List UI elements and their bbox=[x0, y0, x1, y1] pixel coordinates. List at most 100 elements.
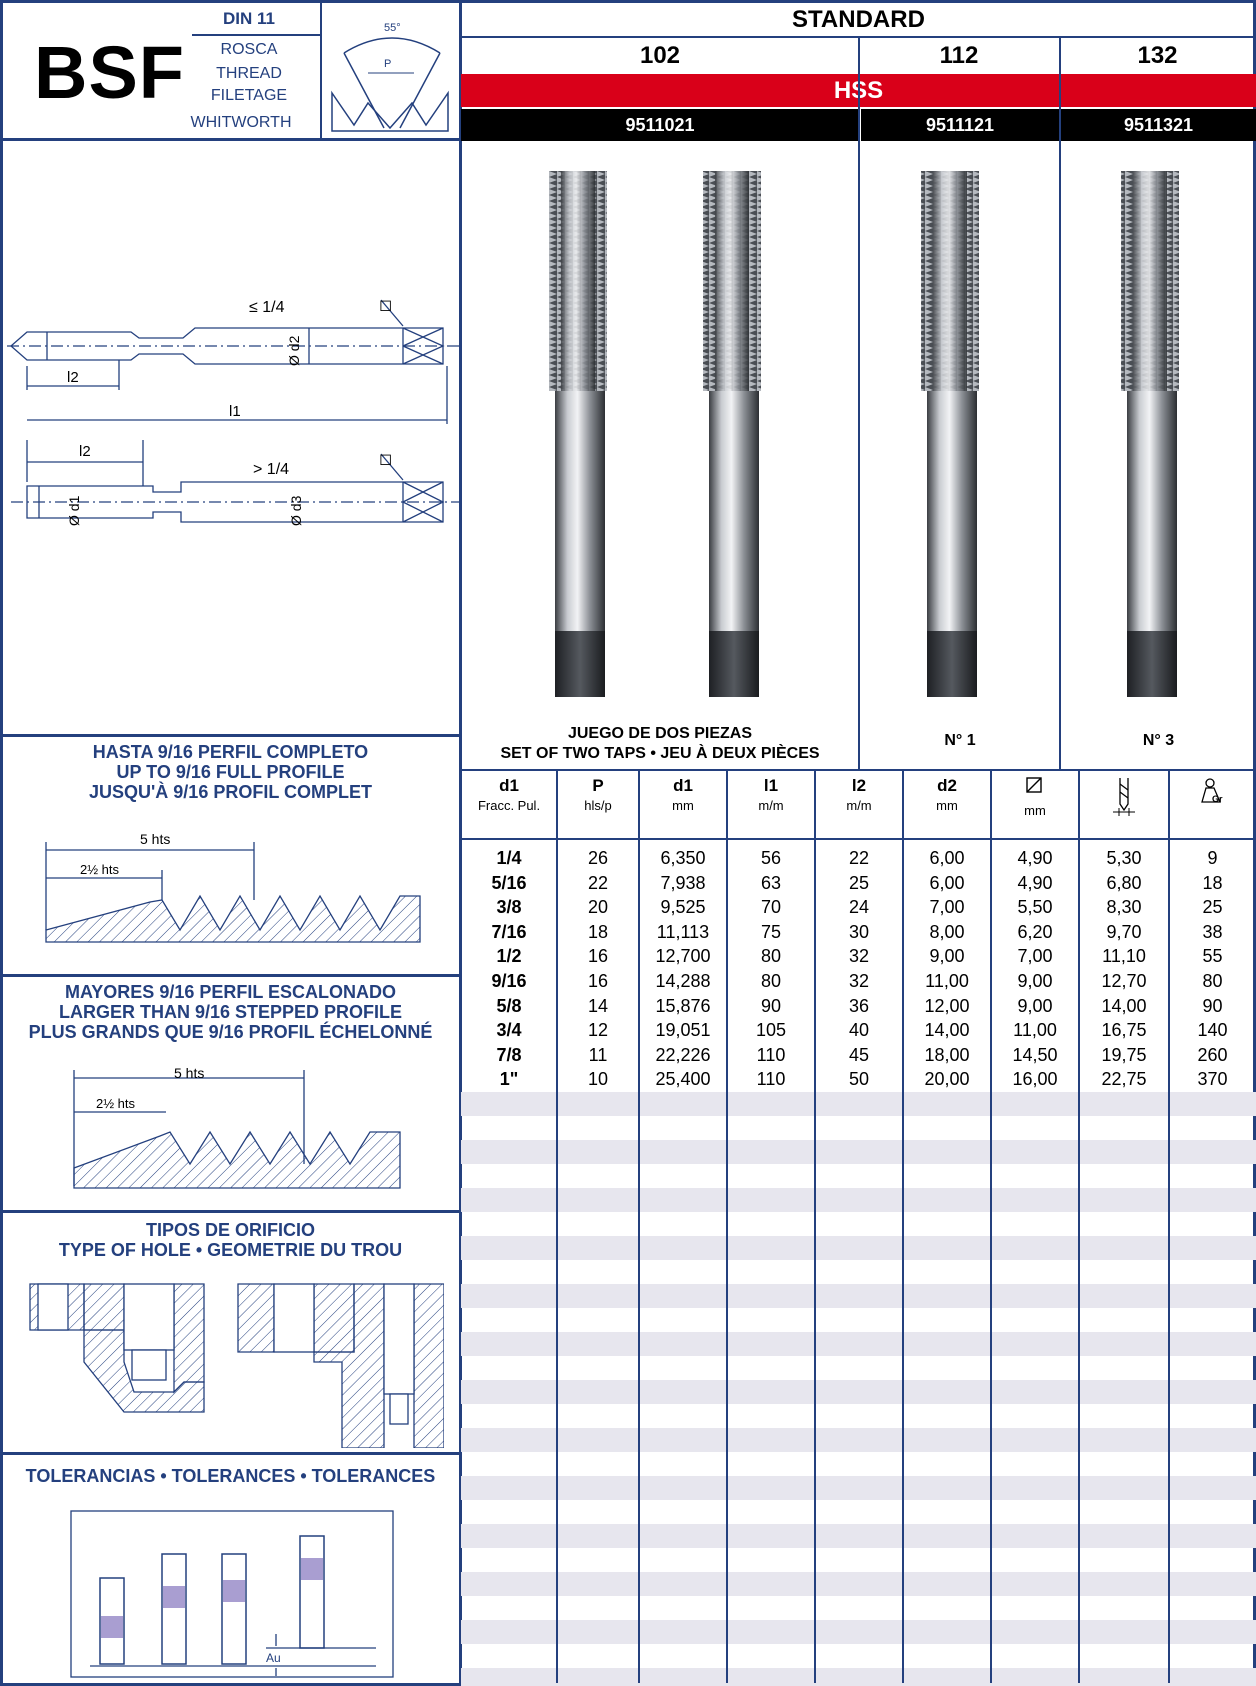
table-cell: 11 bbox=[588, 1044, 608, 1065]
table-cell: 9,70 bbox=[1106, 921, 1142, 942]
table-cell: 5/16 bbox=[491, 872, 527, 893]
table-cell: 25 bbox=[848, 872, 870, 893]
table-cell: 45 bbox=[848, 1044, 870, 1065]
col-pitch: P hls/p bbox=[557, 776, 639, 816]
table-cell: 3/8 bbox=[496, 897, 522, 918]
table-cell: 14,00 bbox=[1101, 995, 1147, 1016]
table-cell: 22 bbox=[848, 848, 870, 868]
tap-102-b bbox=[703, 171, 761, 697]
au-label: Au bbox=[266, 1651, 281, 1665]
weight-icon: Gr bbox=[1200, 778, 1223, 804]
d3-label: Ø d3 bbox=[288, 495, 304, 526]
table-stripe bbox=[461, 1620, 1256, 1644]
table-cell: 16,00 bbox=[1012, 1069, 1058, 1090]
table-header-underline bbox=[461, 838, 1256, 840]
stepped-25hts-label: 2½ hts bbox=[96, 1096, 136, 1111]
col-d2-sub: mm bbox=[936, 798, 958, 813]
drill-icon bbox=[1113, 778, 1135, 816]
d1-label: Ø d1 bbox=[66, 495, 82, 526]
tolerances-title: TOLERANCIAS • TOLERANCES • TOLERANCES bbox=[25, 1466, 436, 1486]
tap-132 bbox=[1121, 171, 1179, 697]
table-cell: 80 bbox=[760, 971, 782, 991]
col-d1-label: d1 bbox=[499, 776, 519, 795]
sec3-top bbox=[0, 1210, 461, 1213]
table-cell: 30 bbox=[848, 921, 870, 942]
ref-112: 9511121 bbox=[859, 109, 1059, 141]
col-d2-label: d2 bbox=[937, 776, 957, 795]
table-cell: 6,00 bbox=[929, 872, 965, 893]
stepped-profile-diagram: 5 hts 2½ hts bbox=[73, 1065, 401, 1189]
table-stripe bbox=[461, 1428, 1256, 1452]
table-cell: 7,00 bbox=[1017, 946, 1053, 967]
table-cell: 38 bbox=[1202, 921, 1223, 942]
sec1-top bbox=[0, 734, 461, 737]
full-25hts-label: 2½ hts bbox=[80, 862, 120, 877]
stepped-title-en: LARGER THAN 9/16 STEPPED PROFILE bbox=[58, 1002, 403, 1022]
frame-left bbox=[0, 0, 3, 1686]
table-cell: 9,00 bbox=[929, 946, 965, 967]
full-profile-title-es: HASTA 9/16 PERFIL COMPLETO bbox=[92, 742, 369, 762]
tap-photos bbox=[549, 171, 1179, 697]
table-cell: 4,90 bbox=[1017, 872, 1053, 893]
thread-name-fr: FILETAGE bbox=[210, 87, 288, 104]
table-cell: 11,00 bbox=[1013, 1020, 1057, 1041]
table-cell: 63 bbox=[760, 872, 782, 893]
table-cell: 11,10 bbox=[1102, 946, 1146, 967]
table-cell: 5,30 bbox=[1106, 848, 1142, 868]
model-102: 102 bbox=[639, 42, 681, 69]
column-divider bbox=[638, 771, 640, 1683]
table-cell: 110 bbox=[756, 1044, 786, 1065]
col-l2-label: l2 bbox=[851, 776, 867, 795]
table-cell: 19,051 bbox=[655, 1020, 711, 1041]
col-d1-fraction: d1 Fracc. Pul. bbox=[461, 776, 557, 816]
model-div-1 bbox=[858, 38, 860, 771]
model-div-2 bbox=[1059, 38, 1061, 771]
tap-102-a bbox=[549, 171, 607, 697]
table-cell: 7,00 bbox=[929, 897, 965, 918]
table-cell: 50 bbox=[848, 1069, 870, 1090]
col-l2: l2 m/m bbox=[815, 776, 903, 816]
model-112: 112 bbox=[939, 42, 979, 69]
table-cell: 10 bbox=[587, 1069, 609, 1090]
thread-name-es: ROSCA bbox=[220, 41, 278, 58]
l1-label: l1 bbox=[229, 403, 241, 420]
col-d1-sub: Fracc. Pul. bbox=[477, 798, 541, 813]
thread-name-en: THREAD bbox=[216, 65, 282, 82]
col-d2: d2 mm bbox=[903, 776, 991, 816]
table-cell: 24 bbox=[848, 897, 870, 918]
table-cell: 36 bbox=[848, 995, 870, 1016]
table-cell: 80 bbox=[760, 946, 782, 967]
table-cell: 7,938 bbox=[660, 872, 706, 893]
col-l1-label: l1 bbox=[763, 776, 779, 795]
table-cell: 9,525 bbox=[660, 897, 706, 918]
weight-unit: Gr bbox=[1212, 794, 1223, 804]
model-132: 132 bbox=[1137, 42, 1178, 69]
column-divider bbox=[902, 771, 904, 1683]
table-cell: 16,75 bbox=[1101, 1020, 1147, 1041]
column-divider bbox=[726, 771, 728, 1683]
stepped-title-fr: PLUS GRANDS QUE 9/16 PROFIL ÉCHELONNÉ bbox=[28, 1022, 433, 1042]
table-cell: 7/16 bbox=[491, 921, 527, 942]
square-drive-icon bbox=[1026, 777, 1042, 793]
taps-bottom-line bbox=[461, 769, 1256, 771]
table-cell: 70 bbox=[760, 897, 782, 918]
standard-underline bbox=[461, 36, 1256, 38]
table-cell: 12,00 bbox=[924, 995, 970, 1016]
d2-label: Ø d2 bbox=[286, 335, 302, 366]
ref-132: 9511321 bbox=[1059, 109, 1256, 141]
table-cell: 8,00 bbox=[929, 921, 965, 942]
table-cell: 105 bbox=[755, 1020, 787, 1041]
table-cell: 15,876 bbox=[655, 995, 711, 1016]
table-stripe bbox=[461, 1140, 1256, 1164]
table-cell: 26 bbox=[587, 848, 609, 868]
full-5hts-label: 5 hts bbox=[140, 831, 170, 847]
table-stripe bbox=[461, 1188, 1256, 1212]
table-cell: 6,80 bbox=[1106, 872, 1142, 893]
table-cell: 1" bbox=[499, 1069, 519, 1090]
table-stripe bbox=[461, 1332, 1256, 1356]
din-standard: DIN 11 bbox=[223, 9, 275, 28]
table-cell: 19,75 bbox=[1101, 1044, 1147, 1065]
table-cell: 18 bbox=[587, 921, 609, 942]
tap-dimension-drawing: ≤ 1/4 ◻ l2 l1 l2 > 1/4 ◻ Ø d2 Ø d1 Ø d3 bbox=[7, 297, 459, 526]
table-stripe bbox=[461, 1524, 1256, 1548]
